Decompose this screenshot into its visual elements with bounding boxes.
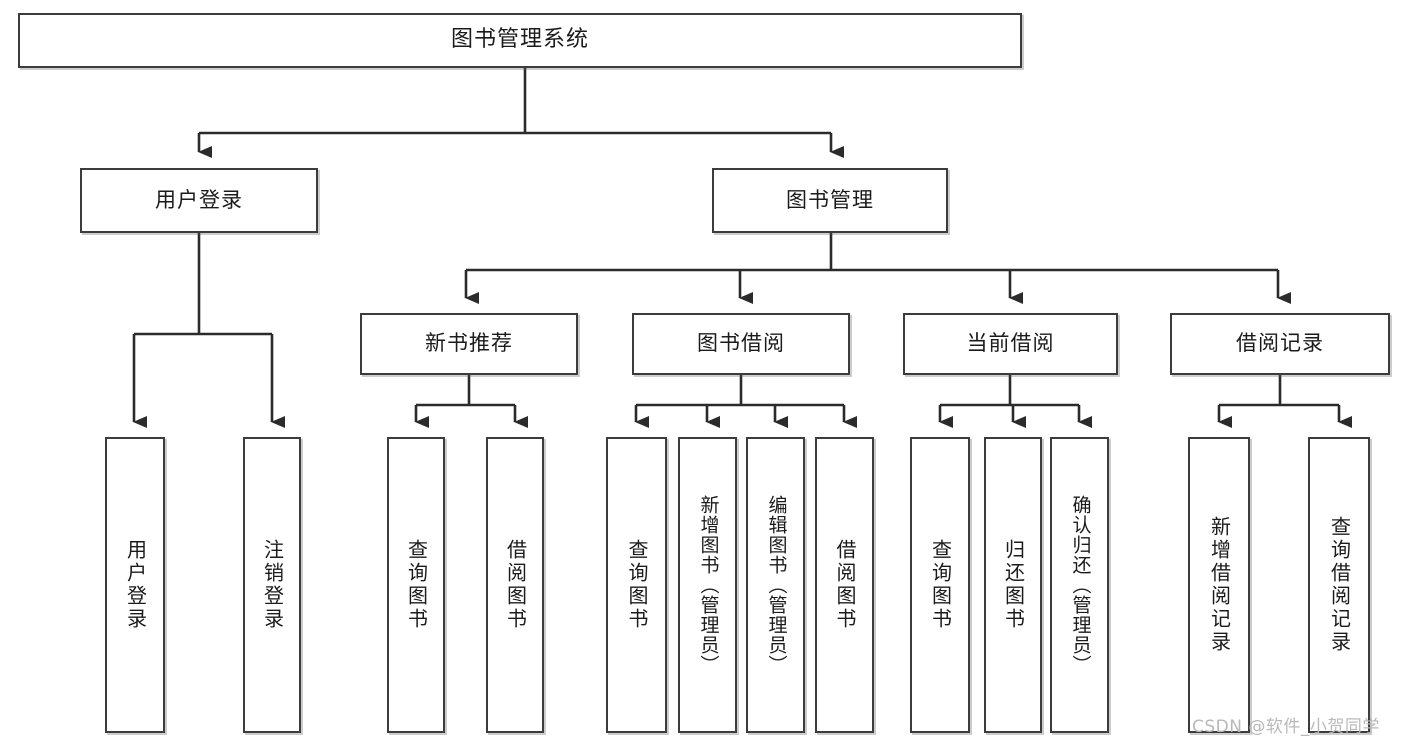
- node-leaf-query-book-cur[interactable]: 查询图书: [910, 437, 970, 733]
- node-leaf-edit-book-admin[interactable]: 编辑图书（管理员）: [746, 437, 805, 733]
- node-leaf-query-book-rec[interactable]: 查询图书: [387, 437, 445, 733]
- node-leaf-user-login[interactable]: 用户登录: [105, 437, 165, 733]
- node-leaf-add-borrow-record[interactable]: 新增借阅记录: [1188, 437, 1250, 733]
- node-root-system[interactable]: 图书管理系统: [18, 13, 1022, 68]
- node-leaf-user-logout[interactable]: 注销登录: [243, 437, 301, 733]
- node-book-manage[interactable]: 图书管理: [712, 168, 948, 233]
- node-leaf-query-borrow-record[interactable]: 查询借阅记录: [1308, 437, 1370, 733]
- node-user-login[interactable]: 用户登录: [80, 168, 318, 233]
- node-new-book-recommend[interactable]: 新书推荐: [360, 313, 578, 375]
- csdn-watermark: CSDN @软件_小贺同学: [1192, 717, 1380, 737]
- node-leaf-borrow-book[interactable]: 借阅图书: [815, 437, 874, 733]
- node-leaf-query-book-borrow[interactable]: 查询图书: [606, 437, 667, 733]
- node-book-borrow[interactable]: 图书借阅: [632, 313, 850, 375]
- node-current-borrow[interactable]: 当前借阅: [903, 313, 1118, 375]
- node-leaf-confirm-return-admin[interactable]: 确认归还（管理员）: [1050, 437, 1109, 733]
- node-leaf-return-book[interactable]: 归还图书: [984, 437, 1042, 733]
- node-leaf-borrow-book-rec[interactable]: 借阅图书: [486, 437, 544, 733]
- node-leaf-add-book-admin[interactable]: 新增图书（管理员）: [678, 437, 737, 733]
- node-borrow-record[interactable]: 借阅记录: [1170, 313, 1390, 375]
